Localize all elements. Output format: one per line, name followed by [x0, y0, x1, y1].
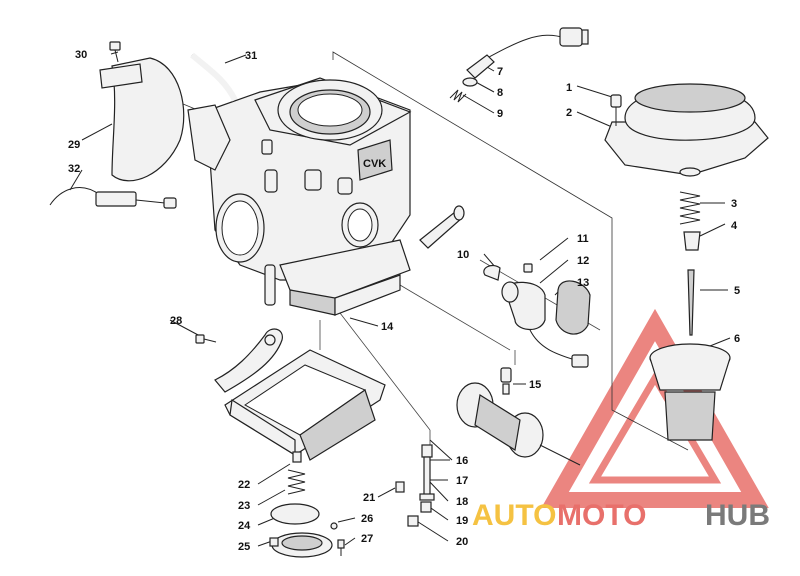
callout-4: 4	[731, 220, 738, 232]
callout-31: 31	[245, 50, 257, 62]
cover-screw-top	[109, 41, 121, 63]
throttle-sensor	[466, 27, 589, 79]
spring	[679, 191, 701, 225]
float-assembly	[456, 367, 581, 466]
vent-tube	[190, 52, 238, 102]
callout-10: 10	[457, 249, 469, 261]
callout-12: 12	[577, 255, 589, 267]
callout-20: 20	[456, 536, 468, 548]
slide-diaphragm	[649, 343, 731, 441]
callout-15: 15	[529, 379, 541, 391]
callout-3: 3	[731, 198, 737, 210]
enrichener-cap	[555, 280, 591, 335]
callout-11: 11	[577, 233, 589, 245]
jets	[395, 481, 432, 527]
callout-13: 13	[577, 277, 589, 289]
cover-screw	[610, 94, 622, 126]
callout-7: 7	[497, 66, 503, 78]
callout-8: 8	[497, 87, 503, 99]
callout-23: 23	[238, 500, 250, 512]
bracket-screw	[195, 334, 217, 344]
callout-24: 24	[238, 520, 251, 532]
float-bowl	[224, 349, 386, 461]
callout-5: 5	[734, 285, 740, 297]
watermark-text: AUTO MOTO HUB	[472, 499, 770, 532]
cvk-marking: CVK	[363, 158, 386, 170]
top-cover-plate	[99, 57, 185, 182]
callout-29: 29	[68, 139, 80, 151]
callout-32: 32	[68, 163, 80, 175]
watermark-moto: MOTO	[557, 499, 646, 532]
washer	[462, 77, 478, 87]
throttle-bracket	[214, 328, 283, 393]
watermark-hub: HUB	[705, 499, 770, 532]
spring-small	[449, 89, 467, 103]
drain-screw	[292, 451, 302, 463]
callout-26: 26	[361, 513, 373, 525]
callout-17: 17	[456, 475, 468, 487]
callout-2: 2	[566, 107, 572, 119]
callout-30: 30	[75, 49, 87, 61]
callout-27: 27	[361, 533, 373, 545]
enrichener-valve	[501, 281, 589, 368]
enrichener-screw	[523, 263, 533, 273]
needle-holder	[683, 231, 701, 251]
callout-22: 22	[238, 479, 250, 491]
callout-6: 6	[734, 333, 740, 345]
callout-9: 9	[497, 108, 503, 120]
callout-28: 28	[170, 315, 182, 327]
callout-18: 18	[456, 496, 468, 508]
small-screws	[330, 522, 345, 556]
callout-19: 19	[456, 515, 468, 527]
callout-labels: 1 2 3 4 5 6 7 8 9 10 11 12 13 14 15 16 1…	[68, 49, 740, 553]
callout-25: 25	[238, 541, 250, 553]
enrichener-clip	[483, 264, 501, 281]
idle-adjust-cable	[49, 187, 177, 209]
diaphragm-plate	[270, 503, 320, 525]
vacuum-cover	[604, 83, 769, 177]
callout-14: 14	[381, 321, 394, 333]
callout-16: 16	[456, 455, 468, 467]
main-jet-tube	[419, 444, 435, 501]
jet-needle	[687, 269, 695, 336]
bowl-spring	[287, 469, 306, 495]
accelerator-pump-cover	[269, 532, 333, 558]
carburetor-body: CVK	[187, 77, 465, 316]
watermark-auto: AUTO	[472, 499, 556, 532]
callout-21: 21	[363, 492, 375, 504]
callout-1: 1	[566, 82, 572, 94]
